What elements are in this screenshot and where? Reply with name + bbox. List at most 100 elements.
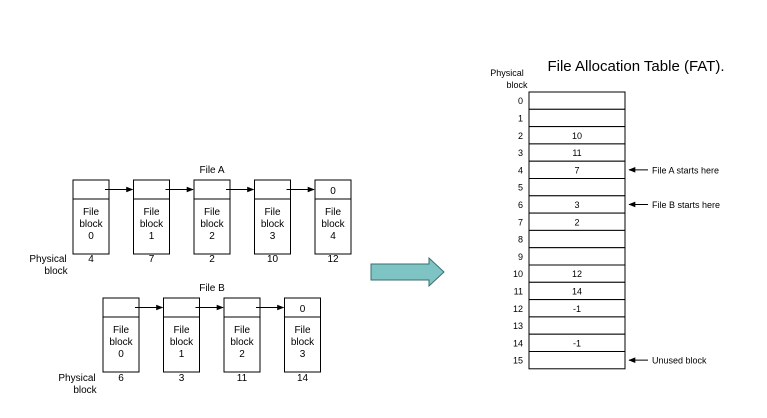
fat-row-value: -1 <box>573 304 581 314</box>
fat-row: 12 -1 <box>513 299 626 318</box>
pointer-cell <box>72 179 110 200</box>
pointer-cell <box>133 179 170 200</box>
fat-cell <box>528 351 626 370</box>
fat-row-note: Unused block <box>652 356 707 366</box>
fat-row: 2 10 <box>518 126 626 145</box>
file-block-number: 1 <box>149 231 155 242</box>
fat-cell <box>528 178 626 197</box>
file-block-label: File <box>234 325 251 336</box>
data-cell <box>193 198 231 255</box>
fat-row-index: 5 <box>518 183 523 193</box>
fat-row-value: 12 <box>572 269 582 279</box>
fat-cell <box>528 91 626 110</box>
file-block-label: File <box>83 207 100 218</box>
physical-block-number: 3 <box>179 373 185 384</box>
data-cell <box>133 198 170 255</box>
file-block-label: File <box>204 207 221 218</box>
physical-block-number: 2 <box>209 254 215 265</box>
fat-row: 15 Unused block <box>513 351 707 370</box>
fat-row: 4 7 File A starts here <box>518 160 719 179</box>
fat-row-index: 12 <box>513 304 523 314</box>
fat-row-index: 14 <box>513 338 523 348</box>
fat-row: 13 <box>513 316 626 335</box>
file-block-number: 0 <box>88 231 94 242</box>
file-a-physical-label-line1: Physical <box>29 254 66 265</box>
physical-block-number: 6 <box>118 373 124 384</box>
file-block-label: block <box>109 337 133 348</box>
fat-row-value: 2 <box>574 217 579 227</box>
fat-row-value: 14 <box>572 286 582 296</box>
file-block-number: 3 <box>300 349 306 360</box>
physical-block-number: 12 <box>327 254 339 265</box>
end-pointer-value: 0 <box>300 304 306 315</box>
fat-row: 8 <box>518 229 626 249</box>
file-block-number: 3 <box>270 231 276 242</box>
fat-header-line2: block <box>506 80 528 90</box>
fat-cell <box>528 247 626 266</box>
file-block-label: File <box>294 325 311 336</box>
pointer-cell <box>223 297 261 318</box>
fat-row-index: 6 <box>518 200 523 210</box>
fat-row-value: 3 <box>574 200 579 210</box>
data-cell <box>163 316 200 373</box>
file-b-physical-label-line2: block <box>73 385 97 396</box>
file-b-block-chain: Fileblock06Fileblock13Fileblock2110Fileb… <box>102 297 321 384</box>
file-block-number: 0 <box>118 349 124 360</box>
file-a-physical-label-line2: block <box>44 266 68 277</box>
file-block-label: File <box>173 325 190 336</box>
fat-row: 3 11 <box>518 143 626 162</box>
fat-row-index: 4 <box>518 165 523 175</box>
file-block-label: block <box>230 337 254 348</box>
fat-row-index: 10 <box>513 269 523 279</box>
physical-block-number: 14 <box>297 373 309 384</box>
file-a-title: File A <box>199 165 224 176</box>
file-block-label: block <box>291 337 315 348</box>
file-block-label: block <box>261 219 285 230</box>
fat-row-index: 3 <box>518 148 523 158</box>
file-b-title: File B <box>199 283 225 294</box>
fat-header-line1: Physical <box>490 68 524 78</box>
file-b-physical-label-line1: Physical <box>58 373 95 384</box>
fat-row-index: 15 <box>513 356 523 366</box>
fat-row: 1 <box>518 108 626 128</box>
file-block-number: 4 <box>330 231 336 242</box>
fat-cell <box>528 316 626 335</box>
data-cell <box>314 198 352 255</box>
file-block-label: block <box>200 219 224 230</box>
fat-row-value: 7 <box>574 165 579 175</box>
physical-block-number: 4 <box>88 254 94 265</box>
file-block-label: File <box>143 207 160 218</box>
fat-row: 0 <box>518 91 626 110</box>
fat-row-value: 11 <box>572 148 581 158</box>
file-block-number: 2 <box>209 231 215 242</box>
fat-row: 9 <box>518 247 626 266</box>
fat-row-index: 11 <box>514 286 523 296</box>
fat-row-index: 8 <box>518 235 523 245</box>
data-cell <box>102 316 140 373</box>
end-pointer-value: 0 <box>330 186 336 197</box>
pointer-cell <box>163 297 200 318</box>
transition-arrow-icon <box>370 256 445 288</box>
data-cell <box>284 316 321 373</box>
fat-row-index: 2 <box>518 131 523 141</box>
fat-row: 14 -1 <box>513 333 626 353</box>
file-block-label: File <box>113 325 130 336</box>
file-block-label: block <box>321 219 345 230</box>
data-cell <box>72 198 110 255</box>
fat-cell <box>528 229 626 249</box>
fat-row-value: 10 <box>572 131 582 141</box>
fat-row-index: 13 <box>513 321 523 331</box>
fat-row-note: File A starts here <box>652 165 719 175</box>
file-block-number: 2 <box>239 349 245 360</box>
fat-row-value: -1 <box>573 338 581 348</box>
fat-cell <box>528 108 626 128</box>
file-block-label: block <box>79 219 103 230</box>
